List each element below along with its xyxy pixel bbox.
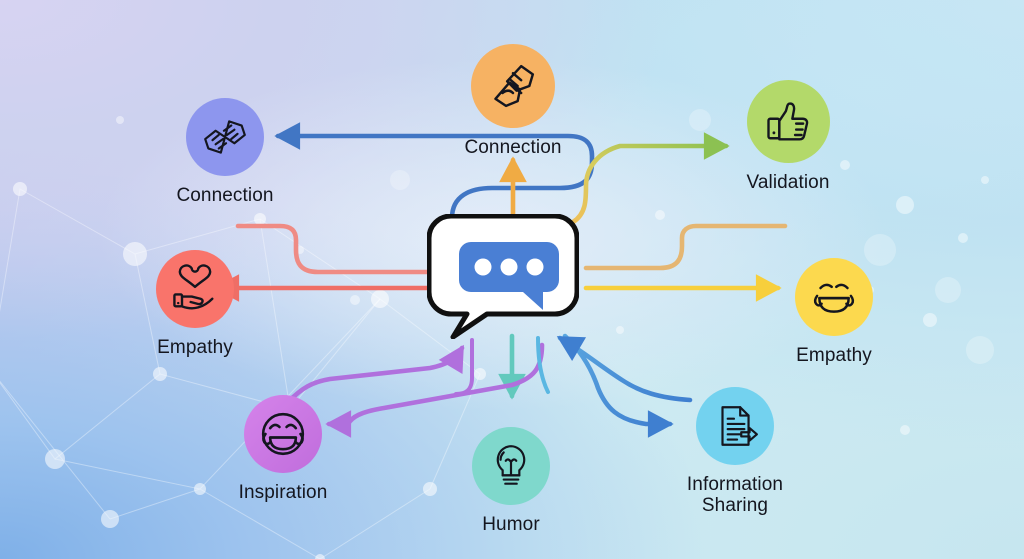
wire-empathy-left-feeder (235, 223, 433, 275)
wire-inspiration-stub (454, 338, 474, 396)
speech-bubble-icon (426, 213, 580, 340)
chat-bubble-hub[interactable] (426, 213, 580, 340)
node-label: Empathy (796, 345, 872, 366)
node-label: Information Sharing (686, 474, 784, 517)
node-connection-left[interactable]: Connection (145, 98, 305, 206)
node-label: Humor (482, 514, 540, 535)
node-information-sharing[interactable]: Information Sharing (656, 387, 814, 517)
node-label: Validation (746, 172, 830, 193)
node-connection-top[interactable]: Connection (429, 44, 597, 158)
handshake-icon (471, 44, 555, 128)
wire-empathy-right-feeder (583, 223, 788, 271)
node-humor[interactable]: Humor (432, 427, 590, 535)
node-label: Connection (176, 185, 274, 206)
wire-inspiration-in (285, 344, 465, 405)
node-label: Inspiration (238, 482, 328, 503)
hand-heart-icon (156, 250, 234, 328)
document-share-icon (696, 387, 774, 465)
node-empathy-left[interactable]: Empathy (116, 250, 274, 358)
node-label: Empathy (157, 337, 233, 358)
lightbulb-icon (472, 427, 550, 505)
laughing-face-icon (244, 395, 322, 473)
node-empathy-right[interactable]: Empathy (756, 258, 912, 366)
wire-info-in (556, 335, 693, 403)
node-label: Connection (464, 137, 562, 158)
laughing-face-icon (795, 258, 873, 336)
network-texture (0, 182, 486, 559)
node-validation[interactable]: Validation (705, 80, 871, 193)
thumbs-up-icon (746, 80, 830, 163)
handshake-icon (186, 98, 264, 176)
wire-validation (570, 132, 730, 225)
wire-info-stub (536, 336, 550, 394)
node-inspiration[interactable]: Inspiration (204, 395, 362, 503)
